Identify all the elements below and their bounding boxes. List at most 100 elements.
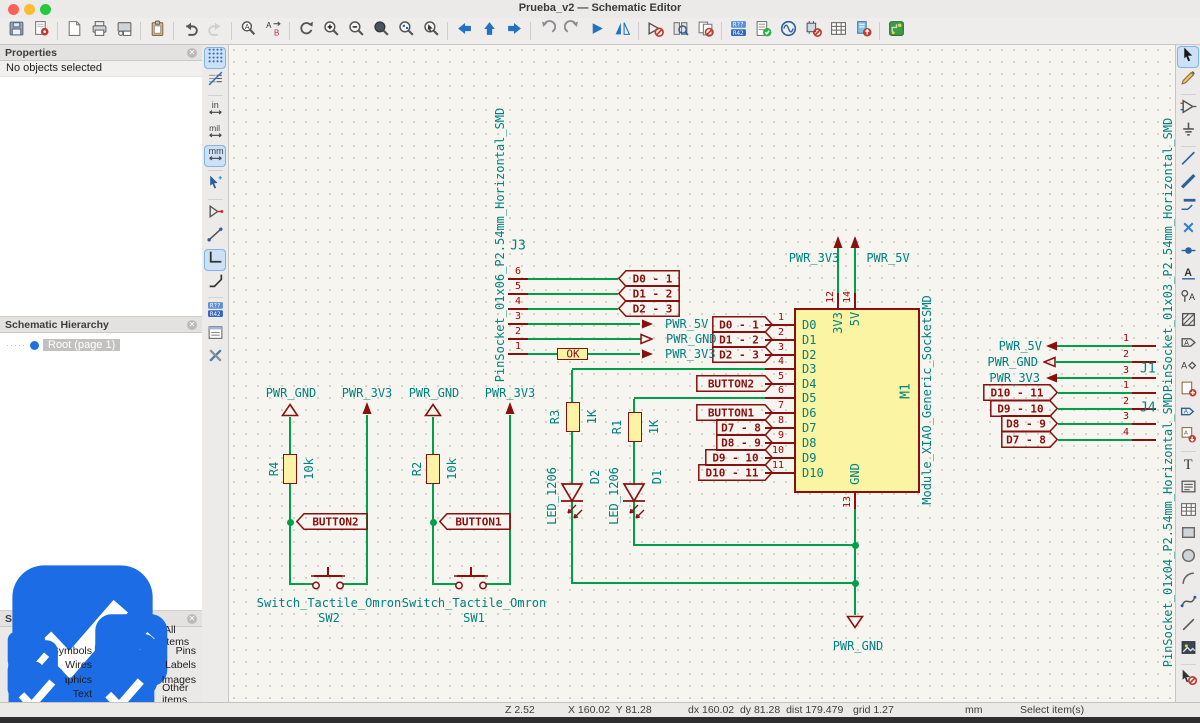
wire[interactable] [432,583,456,585]
schematic-text[interactable]: SW2 [318,611,340,625]
schematic-text[interactable]: PWR_5V [998,339,1042,353]
power-flag-icon[interactable] [1045,340,1058,352]
wire[interactable] [1058,423,1132,425]
pin-stub[interactable] [1132,439,1156,441]
delete-tool-button[interactable] [1177,668,1199,690]
schematic-text[interactable]: 10 [771,445,785,456]
schematic-text[interactable]: D10 [802,466,824,480]
find-button[interactable]: A [236,20,260,42]
schematic-text[interactable]: D3 [802,362,817,376]
power-flag-icon[interactable] [423,403,443,417]
schematic-text[interactable]: 3V3 [831,312,845,334]
schematic-setup-button[interactable] [29,20,53,42]
schematic-text[interactable]: 13 [842,495,853,509]
wire[interactable] [1056,361,1132,363]
rotate-cw-button[interactable] [560,20,584,42]
power-flag-icon[interactable] [1045,372,1058,384]
junction[interactable] [429,518,437,526]
schematic-text[interactable]: D6 [802,406,817,420]
wire[interactable] [528,338,641,340]
pin-stub[interactable] [765,472,794,474]
schematic-text[interactable]: D1 [650,469,664,485]
pin-stub[interactable] [1132,392,1156,394]
add-net-label-button[interactable]: A [1177,265,1199,287]
pin-stub[interactable] [765,457,794,459]
properties-tools-button[interactable] [204,347,226,369]
schematic-text[interactable]: PWR_3V3 [989,371,1040,385]
add-line-button[interactable] [1177,616,1199,638]
wire[interactable] [854,493,856,615]
wire[interactable] [432,484,434,585]
wire[interactable] [854,238,856,308]
wire[interactable] [1055,377,1132,379]
add-netclass-directive-button[interactable]: A [1177,288,1199,310]
sync-sheet-pins-button[interactable] [693,20,717,42]
add-bezier-button[interactable] [1177,593,1199,615]
schematic-text[interactable]: 1 [1122,380,1130,391]
global-label[interactable]: D10 - 11 [698,464,774,481]
add-arc-button[interactable] [1177,570,1199,592]
pin-stub[interactable] [1132,423,1156,425]
wire[interactable] [509,415,511,585]
run-erc-button[interactable] [751,20,775,42]
schematic-text[interactable]: 2 [1122,396,1130,407]
wire[interactable] [289,583,313,585]
pin-stub[interactable] [1132,377,1156,379]
schematic-text[interactable]: Switch_Tactile_Omron [401,596,547,610]
schematic-text[interactable]: 5 [514,281,522,292]
led-symbol[interactable] [554,482,590,528]
add-power-button[interactable] [1177,121,1199,143]
wire[interactable] [572,368,794,370]
pin-stub[interactable] [765,412,794,414]
free-angle-wires-button[interactable] [204,226,226,248]
switch-symbol[interactable] [307,568,349,592]
global-label[interactable]: D8 - 9 [716,434,774,451]
add-rule-area-button[interactable] [1177,311,1199,333]
schematic-text[interactable]: PinSocket_01x03_P2.54mm_Horizontal_SMD [1161,117,1175,393]
schematic-text[interactable]: GND [848,463,862,485]
schematic-text[interactable]: 4 [514,296,522,307]
global-label[interactable]: BUTTON2 [295,513,368,530]
schematic-text[interactable]: PWR_3V3 [788,251,840,265]
show-hidden-pins-button[interactable] [643,20,667,42]
add-symbol-button[interactable] [1177,98,1199,120]
schematic-text[interactable]: 5V [848,311,862,327]
schematic-text[interactable]: 8 [777,415,785,426]
schematic-text[interactable]: 10k [302,458,316,480]
junction[interactable] [851,541,859,549]
pin-stub[interactable] [854,293,856,309]
led-symbol[interactable] [616,482,652,528]
pin-stub[interactable] [765,339,794,341]
wire[interactable] [528,308,618,310]
power-flag-icon[interactable] [831,235,845,251]
nav-back-button[interactable] [452,20,476,42]
schematic-text[interactable]: J4 [1140,400,1156,416]
power-flag-icon[interactable] [641,348,654,360]
crosshair-cursor-button[interactable] [204,174,226,196]
wire[interactable] [633,544,857,546]
global-label[interactable]: BUTTON1 [438,513,511,530]
junction[interactable] [286,518,294,526]
pin-stub[interactable] [765,442,794,444]
zoom-window-button[interactable] [40,4,51,15]
switch-symbol[interactable] [450,568,492,592]
power-flag-icon[interactable] [848,235,862,251]
refresh-button[interactable] [294,20,318,42]
schematic-text[interactable]: D2 [802,348,817,362]
hierarchy-navigator-button[interactable] [204,324,226,346]
add-circle-button[interactable] [1177,547,1199,569]
schematic-text[interactable]: 3 [1122,365,1130,376]
schematic-text[interactable]: D9 [802,451,817,465]
highlight-net-button[interactable] [1177,69,1199,91]
assign-footprints-button[interactable] [801,20,825,42]
wire[interactable] [432,417,434,455]
add-bus-entry-button[interactable] [1177,196,1199,218]
schematic-text[interactable]: J1 [1140,361,1156,377]
global-label[interactable]: D2 - 3 [617,300,680,317]
schematic-text[interactable]: PWR_3V3 [484,386,536,400]
schematic-text[interactable]: 3 [514,311,522,322]
schematic-text[interactable]: 3 [777,342,785,353]
global-label[interactable]: D1 - 2 [712,331,774,348]
schematic-text[interactable]: 11 [771,460,785,471]
resistor-symbol[interactable] [566,402,580,432]
